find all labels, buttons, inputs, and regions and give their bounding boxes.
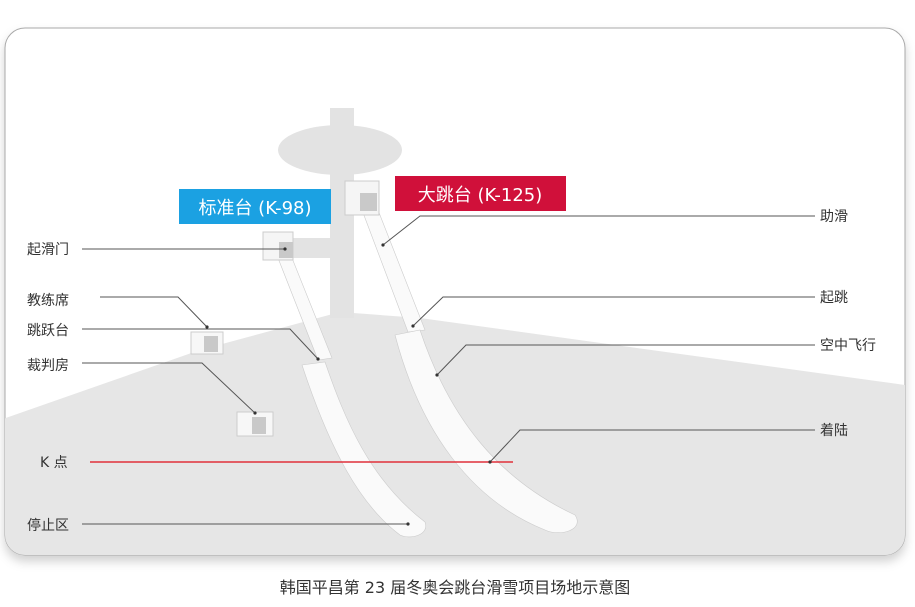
dot-landing (488, 460, 492, 464)
caption: 韩国平昌第 23 届冬奥会跳台滑雪项目场地示意图 (280, 578, 631, 597)
dot-inrun (381, 243, 385, 247)
label-jump-platform: 跳跃台 (27, 323, 69, 339)
small-hill-title-text: 标准台 (K-98) (198, 198, 311, 219)
leader-judge-tower (82, 362, 256, 414)
start-gate-large (344, 180, 380, 216)
label-start-gate: 起滑门 (27, 241, 69, 258)
leader-inrun (382, 215, 815, 246)
large-hill-title-text: 大跳台 (K-125) (418, 185, 543, 206)
dot-takeoff (411, 324, 415, 328)
leader-flight (436, 344, 815, 376)
label-flight: 空中飞行 (820, 338, 876, 354)
dot-coach-stand (205, 325, 209, 329)
leader-coach-stand (100, 296, 208, 328)
dot-jump-platform (316, 357, 320, 361)
leader-jump-platform (82, 328, 319, 360)
small-hill-title: 标准台 (K-98) (179, 189, 331, 224)
label-k-point: K 点 (40, 455, 68, 471)
coach-stand-building (190, 331, 224, 355)
label-inrun: 助滑 (820, 208, 848, 225)
start-gate-small (262, 231, 294, 261)
label-landing: 着陆 (820, 423, 848, 439)
dot-flight (435, 373, 439, 377)
dot-judge-tower (253, 411, 257, 415)
dot-stop-area (406, 522, 410, 526)
label-judge-tower: 裁判房 (27, 358, 69, 374)
tower (278, 108, 402, 318)
judge-tower-building (236, 411, 274, 437)
dot-start-gate (283, 247, 287, 251)
label-stop-area: 停止区 (27, 517, 69, 534)
leader-landing (489, 429, 815, 463)
label-takeoff: 起跳 (820, 290, 848, 306)
large-hill-title: 大跳台 (K-125) (395, 176, 566, 211)
leader-takeoff (412, 296, 815, 327)
label-coach-stand: 教练席 (27, 293, 69, 309)
